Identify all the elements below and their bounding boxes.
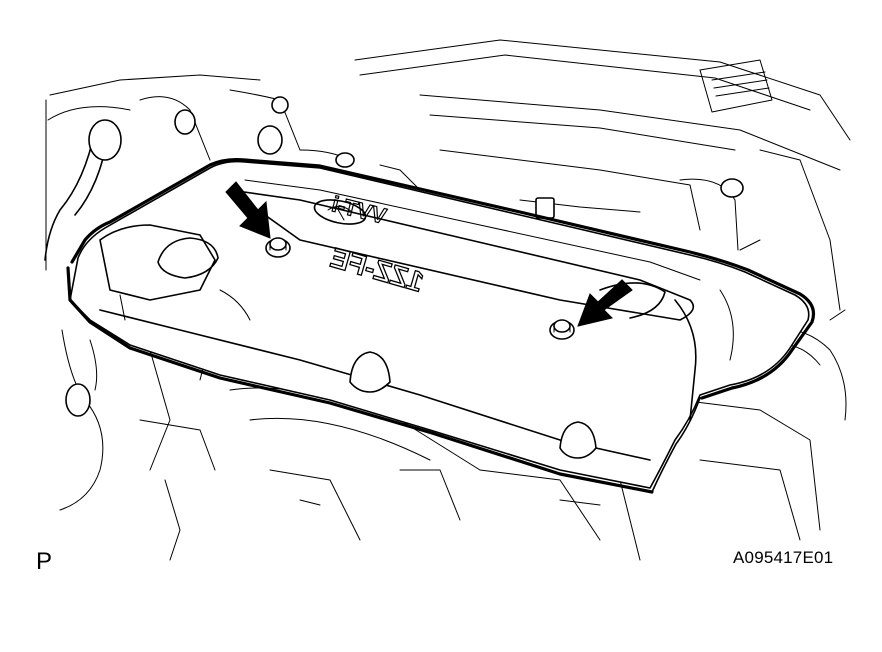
corner-mark: P [36,548,53,575]
engine-bay-background [44,39,851,561]
engine-cover [66,157,816,494]
arrow-icon [225,181,271,239]
cover-nut-left [265,237,291,258]
figure-code: A095417E01 [733,548,834,567]
cover-nut-right [549,319,575,340]
arrow-icon [577,279,633,327]
